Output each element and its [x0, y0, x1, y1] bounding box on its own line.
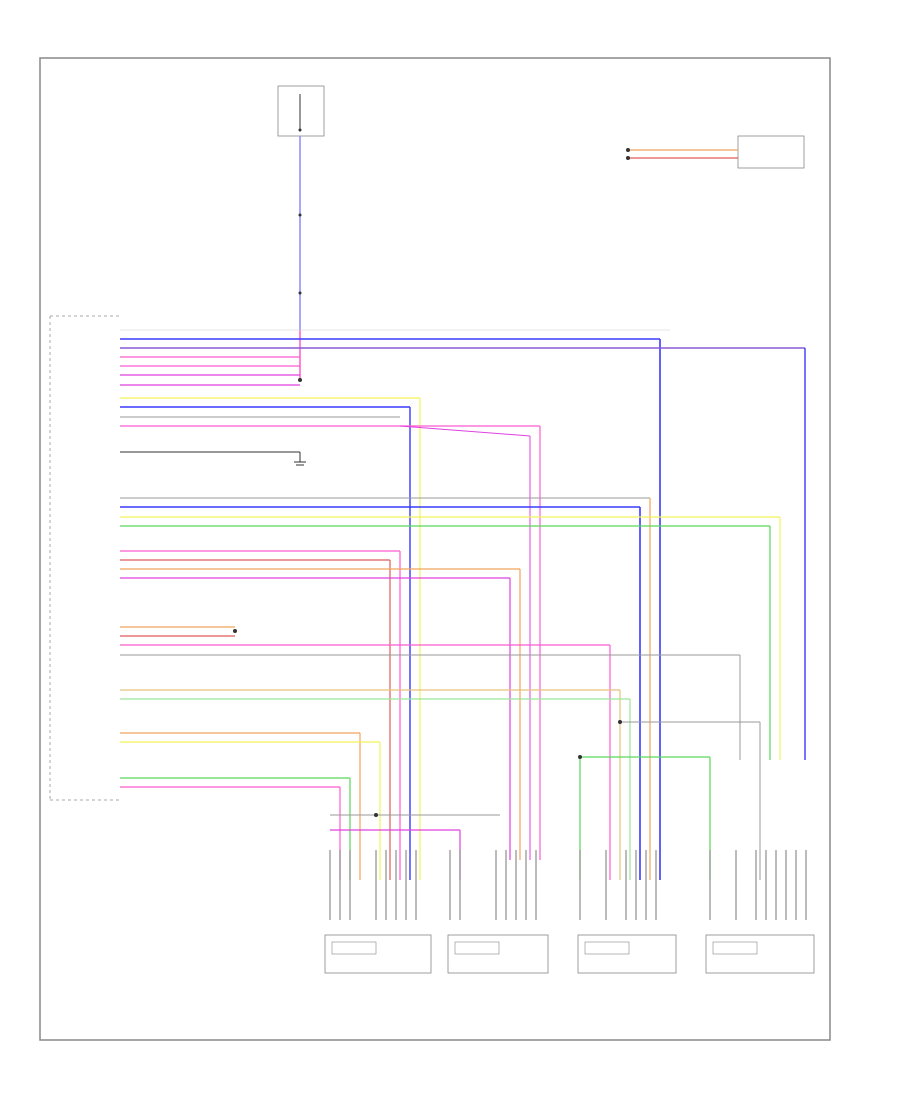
- seat-module-3: [577, 934, 677, 974]
- ground-symbol: [294, 452, 306, 466]
- seat-module-4: [705, 934, 815, 974]
- seat-module-2: [447, 934, 549, 974]
- top-component: [277, 85, 325, 137]
- connector-stubs: [329, 850, 807, 920]
- seat-module-1: [324, 934, 432, 974]
- module-outline: [49, 315, 670, 801]
- wire-group-2: [120, 497, 781, 880]
- diagram-frame: [39, 57, 831, 1041]
- wire-group-1: [120, 338, 806, 880]
- top-right-connector: [626, 135, 805, 169]
